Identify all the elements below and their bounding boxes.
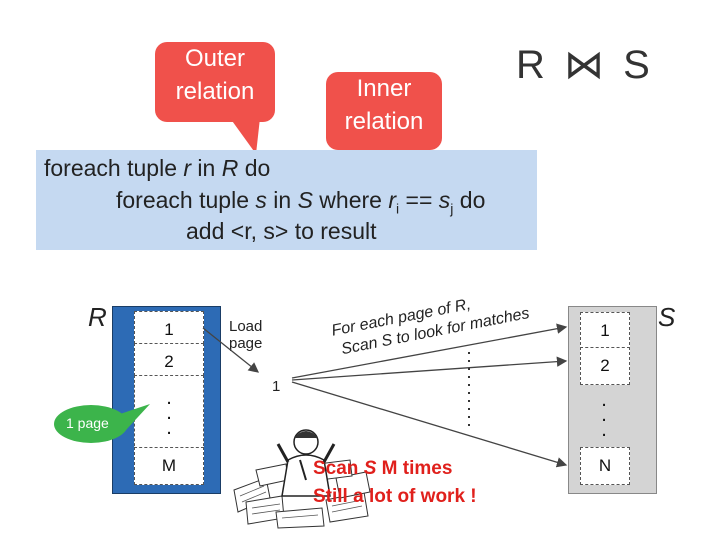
relation-r-page-2: 2 [134, 343, 204, 381]
load-arrow [202, 327, 260, 373]
load-page-label: Load page [229, 318, 263, 352]
one-page-label: 1 page [66, 415, 109, 431]
stressed-person-with-papers-icon [233, 429, 371, 529]
pseudocode-box [36, 150, 537, 250]
relation-s-page-2: 2 [580, 347, 630, 385]
scan-arrow-page-n [291, 381, 568, 468]
inner-callout-line1: Inner [356, 75, 412, 102]
relation-s-page-1: 1 [580, 312, 630, 350]
join-expression: R ⋈ S [516, 42, 650, 88]
code-line-2: foreach tuple s in S where ri == sj do [116, 187, 486, 217]
relation-r-page-m: M [134, 447, 204, 485]
one-page-tag [54, 404, 150, 443]
relation-r-page-1: 1 [134, 311, 204, 349]
code-line-3: add <r, s> to result [186, 218, 377, 244]
buffer-page-number: 1 [272, 378, 281, 395]
relation-s-ellipsis: . . . [601, 388, 607, 441]
outer-callout-line1: Outer [184, 45, 246, 72]
scan-arrow-page-1 [291, 323, 568, 379]
relation-r-label: R [88, 302, 107, 332]
relation-s-page-n: N [580, 447, 630, 485]
join-left: R [516, 43, 545, 87]
scan-arrow-page-2 [291, 356, 568, 381]
join-operator: ⋈ [564, 43, 605, 87]
join-right: S [623, 43, 650, 87]
outer-callout-pointer [230, 118, 260, 154]
relation-r-ellipsis: . . . [134, 375, 204, 451]
outer-relation-callout: Outer relation [155, 42, 275, 122]
code-line-1: foreach tuple r in R do [44, 155, 271, 181]
inner-relation-callout: Inner relation [326, 72, 442, 150]
summary-line-1: Scan S M times [313, 458, 453, 479]
outer-callout-line2: relation [175, 78, 255, 105]
inner-callout-line2: relation [344, 108, 424, 135]
summary-line-2: Still a lot of work ! [313, 486, 477, 507]
relation-s-label: S [658, 302, 676, 332]
